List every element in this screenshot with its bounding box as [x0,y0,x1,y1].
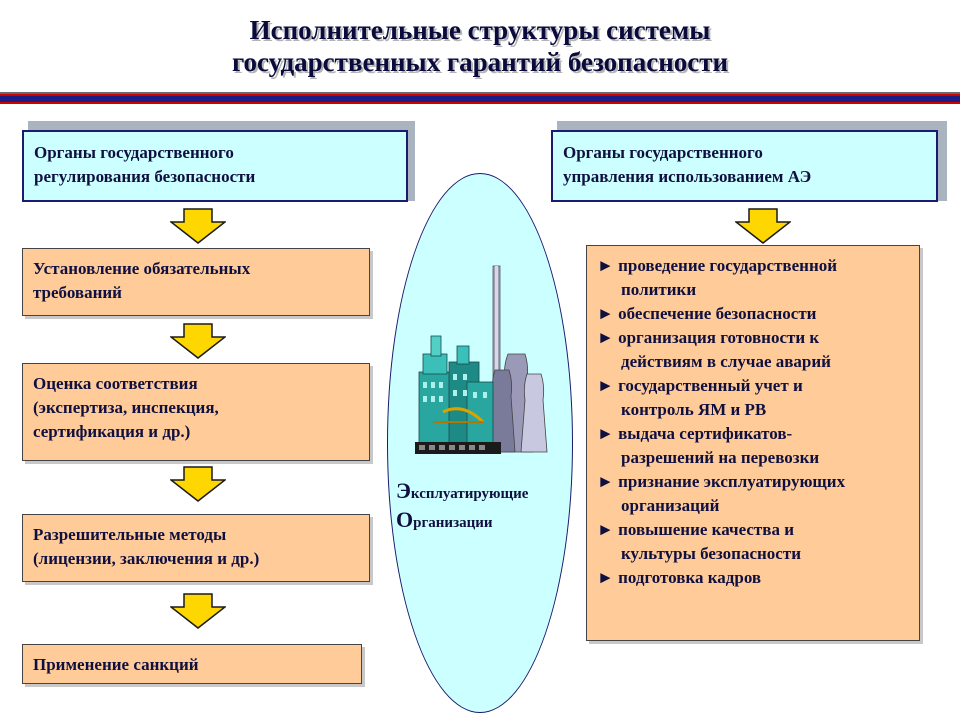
arrow-down-icon [170,208,226,244]
list-item: ► государственный учет и [597,376,803,395]
step-sanctions: Применение санкций [22,644,362,684]
regulation-bodies-box: Органы государственного регулирования бе… [22,130,408,202]
arrow-down-icon [170,593,226,629]
step-mandatory-requirements: Установление обязательных требований [22,248,370,316]
management-bodies-box: Органы государственного управления испол… [551,130,938,202]
title-line-1: Исполнительные структуры системы [249,15,711,45]
list-item: ► выдача сертификатов- [597,424,793,443]
arrow-down-icon [170,466,226,502]
step-conformity-assessment: Оценка соответствия (экспертиза, инспекц… [22,363,370,461]
step-permit-methods: Разрешительные методы (лицензии, заключе… [22,514,370,582]
list-item: ► организация готовности к [597,328,820,347]
list-item: ► подготовка кадров [597,568,762,587]
list-item: ► признание эксплуатирующих [597,472,846,491]
list-item: ► повышение качества и [597,520,795,539]
arrow-down-icon [170,323,226,359]
list-item: ► обеспечение безопасности [597,304,817,323]
arrow-down-icon [735,208,791,244]
title-divider [0,92,960,106]
page-title: Исполнительные структуры системы государ… [0,14,960,78]
management-functions-list: ► проведение государственной политики ► … [586,245,920,641]
title-line-2: государственных гарантий безопасности [231,47,729,77]
list-item: ► проведение государственной [597,256,838,275]
power-plant-icon [415,265,548,454]
operating-organizations-label: Эксплуатирующие Организации [396,478,529,532]
